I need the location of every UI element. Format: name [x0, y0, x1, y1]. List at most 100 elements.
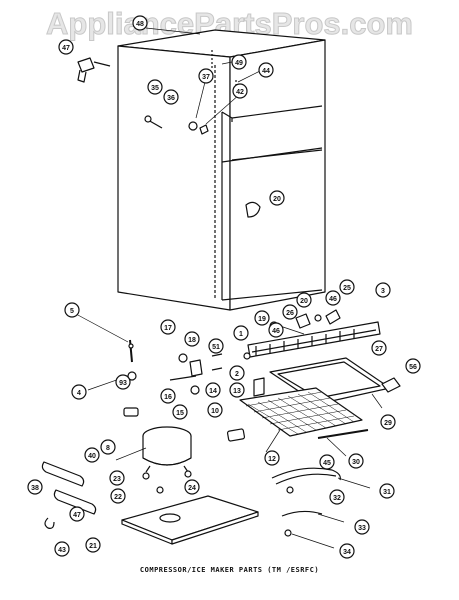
callout-48: 48: [132, 15, 148, 31]
svg-text:25: 25: [343, 285, 351, 292]
svg-text:4: 4: [77, 390, 81, 397]
svg-text:42: 42: [236, 89, 244, 96]
svg-text:19: 19: [258, 316, 266, 323]
svg-text:5: 5: [70, 308, 74, 315]
callout-20: 20: [269, 190, 285, 206]
callout-26: 26: [282, 304, 298, 320]
callout-40: 40: [84, 447, 100, 463]
svg-text:1: 1: [239, 331, 243, 338]
callout-20b: 20: [296, 292, 312, 308]
screws-35-36: [144, 115, 163, 129]
ice-maker-rail: [247, 321, 381, 358]
callout-19: 19: [254, 310, 270, 326]
svg-text:15: 15: [176, 410, 184, 417]
callout-30: 30: [348, 453, 364, 469]
accumulator-tubes: [41, 461, 97, 515]
callout-43: 43: [54, 541, 70, 557]
callout-35: 35: [147, 79, 163, 95]
svg-text:46: 46: [272, 328, 280, 335]
svg-text:14: 14: [209, 388, 217, 395]
callout-45: 45: [319, 454, 335, 470]
wire-rack: [239, 387, 363, 437]
callout-8: 8: [100, 439, 116, 455]
svg-text:3: 3: [381, 288, 385, 295]
svg-text:43: 43: [58, 547, 66, 554]
callout-16: 16: [160, 388, 176, 404]
callout-21: 21: [85, 537, 101, 553]
callout-22: 22: [110, 488, 126, 504]
svg-text:44: 44: [262, 68, 270, 75]
svg-text:27: 27: [375, 346, 383, 353]
svg-text:22: 22: [114, 494, 122, 501]
svg-text:38: 38: [31, 485, 39, 492]
svg-text:24: 24: [188, 485, 196, 492]
callout-38: 38: [27, 479, 43, 495]
top-fittings: [188, 50, 237, 135]
svg-text:21: 21: [89, 543, 97, 550]
svg-text:45: 45: [323, 460, 331, 467]
svg-text:49: 49: [235, 60, 243, 67]
callout-51: 51: [208, 338, 224, 354]
callout-56: 56: [405, 358, 421, 374]
callout-10: 10: [207, 402, 223, 418]
callout-25: 25: [339, 279, 355, 295]
svg-text:36: 36: [167, 95, 175, 102]
diagram-caption: COMPRESSOR/ICE MAKER PARTS (TM /ESRFC): [139, 566, 320, 574]
svg-text:12: 12: [268, 456, 276, 463]
callout-46b: 46: [268, 322, 284, 338]
key-part-47: [77, 57, 111, 83]
callout-15: 15: [172, 404, 188, 420]
svg-text:31: 31: [383, 489, 391, 496]
callout-42: 42: [232, 83, 248, 99]
compressor: [142, 426, 192, 473]
svg-text:23: 23: [113, 476, 121, 483]
callout-49: 49: [231, 54, 247, 70]
callout-44: 44: [258, 62, 274, 78]
leader-lines: [75, 27, 383, 549]
svg-text:20: 20: [300, 298, 308, 305]
svg-text:30: 30: [352, 459, 360, 466]
svg-text:40: 40: [88, 453, 96, 460]
callout-37: 37: [198, 68, 214, 84]
svg-text:10: 10: [211, 408, 219, 415]
callout-14: 14: [205, 382, 221, 398]
svg-text:29: 29: [384, 420, 392, 427]
svg-text:26: 26: [286, 310, 294, 317]
callout-24: 24: [184, 479, 200, 495]
svg-text:18: 18: [188, 337, 196, 344]
callout-27: 27: [371, 340, 387, 356]
svg-text:46: 46: [329, 296, 337, 303]
svg-text:37: 37: [202, 74, 210, 81]
callout-23: 23: [109, 470, 125, 486]
callout-13: 13: [229, 382, 245, 398]
callout-32: 32: [329, 489, 345, 505]
svg-text:8: 8: [106, 445, 110, 452]
base-plate: [121, 495, 259, 545]
svg-text:48: 48: [136, 21, 144, 28]
callout-34: 34: [339, 543, 355, 559]
svg-text:51: 51: [212, 344, 220, 351]
callout-46: 46: [325, 290, 341, 306]
callout-1: 1: [233, 325, 249, 341]
svg-text:93: 93: [119, 380, 127, 387]
callout-4: 4: [71, 384, 87, 400]
svg-text:17: 17: [164, 325, 172, 332]
cabinet: [117, 29, 326, 311]
callout-33: 33: [354, 519, 370, 535]
callout-93: 93: [115, 374, 131, 390]
svg-text:13: 13: [233, 388, 241, 395]
callout-12: 12: [264, 450, 280, 466]
callouts: 48 47 49 44 37 42 35 36 20 3 5 25 46 26 …: [27, 15, 421, 559]
callout-36: 36: [163, 89, 179, 105]
callout-5: 5: [64, 302, 80, 318]
callout-2: 2: [229, 365, 245, 381]
callout-18: 18: [184, 331, 200, 347]
svg-text:47: 47: [73, 512, 81, 519]
svg-text:16: 16: [164, 394, 172, 401]
svg-text:20: 20: [273, 196, 281, 203]
callout-31: 31: [379, 483, 395, 499]
callout-3: 3: [375, 282, 391, 298]
svg-text:35: 35: [151, 85, 159, 92]
callout-47b: 47: [69, 506, 85, 522]
svg-text:56: 56: [409, 364, 417, 371]
